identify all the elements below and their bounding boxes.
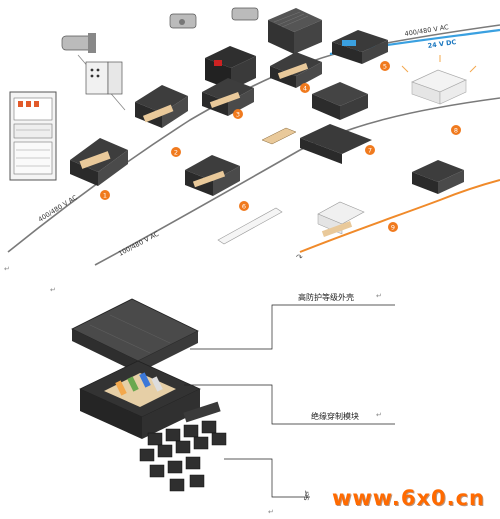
marker-3: 3 — [233, 109, 243, 119]
junction-box-3 — [202, 78, 254, 116]
svg-text:7: 7 — [368, 147, 372, 155]
callout-line-module — [184, 384, 395, 425]
marker-9: 9 — [388, 222, 398, 232]
marker-6: 6 — [239, 201, 249, 211]
svg-text:4: 4 — [303, 85, 307, 93]
small-mark: Ser — [303, 490, 311, 501]
para-mark-3: ↵ — [376, 292, 382, 300]
callout-line-glands — [224, 458, 310, 498]
cable-label-dc: 24 V DC — [427, 38, 457, 50]
cable-label-ac-main: 400/480 V AC — [37, 193, 79, 224]
callout-housing: 高防护等级外壳 — [298, 293, 354, 302]
orange-cable — [299, 179, 500, 253]
system-diagram: 400/480 V AC 100/480 V AC 400/480 V AC 2… — [7, 7, 500, 266]
cable-gland-blocks — [139, 420, 227, 492]
junction-box-6 — [185, 155, 240, 196]
junction-box-2 — [135, 85, 188, 128]
terminal-module-7 — [261, 127, 297, 145]
motor-4 — [231, 7, 259, 21]
svg-text:1: 1 — [103, 192, 107, 200]
svg-text:5: 5 — [383, 63, 387, 71]
marker-1: 1 — [100, 190, 110, 200]
control-cabinet — [9, 91, 57, 181]
housing-lid — [71, 298, 199, 373]
para-mark-5: ↵ — [268, 508, 274, 516]
motor-3 — [169, 13, 197, 29]
junction-box-4 — [270, 52, 322, 88]
watermark-shadow: www.6x0.cn — [333, 487, 486, 511]
control-panel-2 — [85, 61, 123, 95]
svg-text:6: 6 — [242, 203, 246, 211]
junction-box-7 — [300, 82, 372, 164]
junction-box-1 — [70, 138, 128, 186]
white-module-9 — [317, 201, 365, 237]
return-arrow-icon: ↷ — [296, 253, 303, 262]
svg-text:3: 3 — [236, 111, 240, 119]
junction-box-9 — [412, 160, 464, 194]
svg-text:8: 8 — [454, 127, 458, 135]
watermark-link[interactable]: www.6x0.cn — [332, 486, 485, 510]
callout-line-housing — [190, 304, 395, 350]
para-mark-2: ↵ — [50, 286, 56, 294]
junction-box-5 — [332, 30, 388, 64]
para-mark-1: ↵ — [4, 265, 10, 273]
marker-5: 5 — [380, 61, 390, 71]
heater-box-4 — [268, 8, 322, 54]
light-tube-6 — [217, 207, 283, 245]
svg-text:9: 9 — [391, 224, 395, 232]
para-mark-4: ↵ — [376, 411, 382, 419]
cable-label-ac-lower: 100/480 V AC — [117, 230, 160, 258]
callout-module: 绝缘穿制模块 — [311, 412, 359, 421]
marker-7: 7 — [365, 145, 375, 155]
svg-text:2: 2 — [174, 149, 178, 157]
housing-base — [79, 360, 201, 439]
glow-box-8 — [401, 55, 477, 105]
exploded-diagram — [71, 298, 395, 498]
marker-4: 4 — [300, 83, 310, 93]
marker-8: 8 — [451, 125, 461, 135]
ac-main-cable — [7, 24, 500, 253]
marker-2: 2 — [171, 147, 181, 157]
comb-strip — [183, 401, 221, 423]
ac-lower-cable — [94, 97, 500, 266]
